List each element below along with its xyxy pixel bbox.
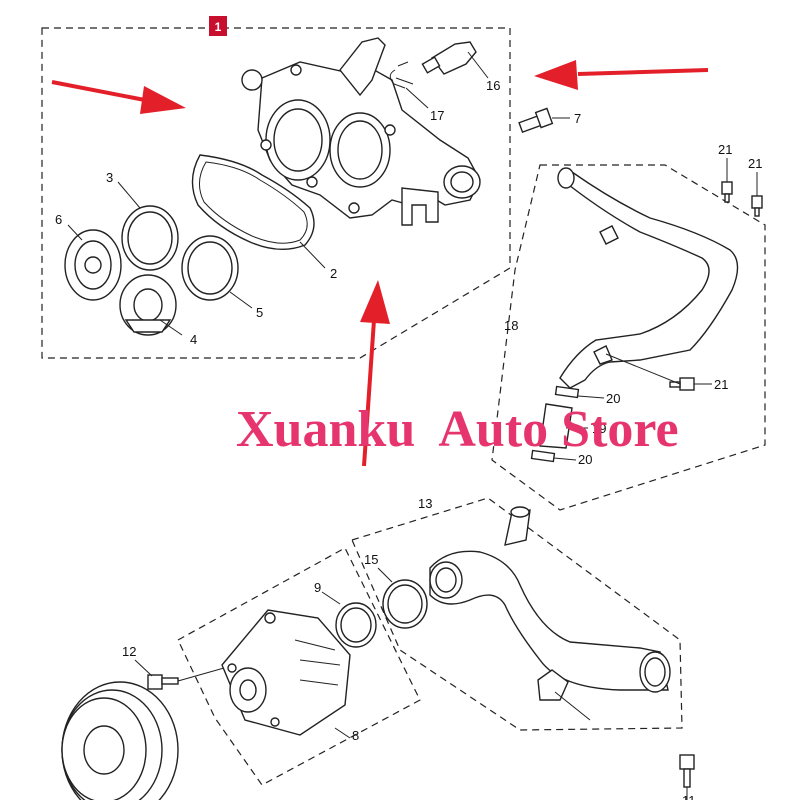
callout-9: 9 [314, 580, 321, 595]
bolt-21-right [751, 172, 763, 217]
thermostat [64, 224, 122, 301]
bolt-11 [679, 754, 695, 800]
bolt-7 [518, 107, 570, 134]
callout-8: 8 [352, 728, 359, 743]
coolant-pipe-13 [429, 506, 671, 721]
coolant-pipe [557, 167, 739, 389]
callout-1: 1 [215, 20, 222, 34]
callout-4: 4 [190, 332, 197, 347]
thermostat-cap [119, 274, 183, 336]
callout-21-lower: 21 [714, 377, 728, 392]
callout-7: 7 [574, 111, 581, 126]
callout-15: 15 [364, 552, 378, 567]
group-8-boundary [177, 547, 421, 786]
bolt-21-lower [669, 377, 712, 391]
group-1-flag [209, 16, 227, 36]
o-ring-15 [377, 567, 428, 629]
callout-21-top: 21 [718, 142, 732, 157]
callout-18: 18 [504, 318, 518, 333]
o-ring-3 [117, 181, 179, 271]
bolt-12 [134, 659, 225, 690]
callout-19: 19 [592, 421, 606, 436]
hose-19 [539, 403, 588, 449]
callout-2: 2 [330, 266, 337, 281]
thermostat-housing [241, 37, 481, 226]
group-1-boundary [41, 27, 511, 359]
callout-3: 3 [106, 170, 113, 185]
arrow-left [51, 80, 186, 114]
arrow-right [534, 60, 709, 90]
water-pump [221, 609, 351, 736]
housing-gasket [191, 154, 315, 250]
callout-6: 6 [55, 212, 62, 227]
callout-16: 16 [486, 78, 500, 93]
retaining-clip [389, 61, 414, 89]
temperature-sensor [421, 41, 489, 79]
clamp-20-bottom [530, 449, 577, 463]
callout-13: 13 [418, 496, 432, 511]
callout-21-right: 21 [748, 156, 762, 171]
callout-17: 17 [430, 108, 444, 123]
arrow-up [360, 280, 390, 467]
clamp-20-top [554, 385, 605, 399]
bolt-21-top [721, 158, 733, 203]
group-18-boundary [491, 164, 766, 511]
callout-20-top: 20 [606, 391, 620, 406]
callout-5: 5 [256, 305, 263, 320]
store-watermark: Xuanku Auto Store [236, 401, 679, 458]
callout-12: 12 [122, 644, 136, 659]
o-ring-9 [321, 591, 377, 648]
callout-20-bottom: 20 [578, 452, 592, 467]
o-ring-5 [181, 235, 253, 309]
group-13-boundary [351, 497, 683, 731]
callout-11: 11 [682, 793, 696, 800]
pulley [61, 681, 179, 800]
